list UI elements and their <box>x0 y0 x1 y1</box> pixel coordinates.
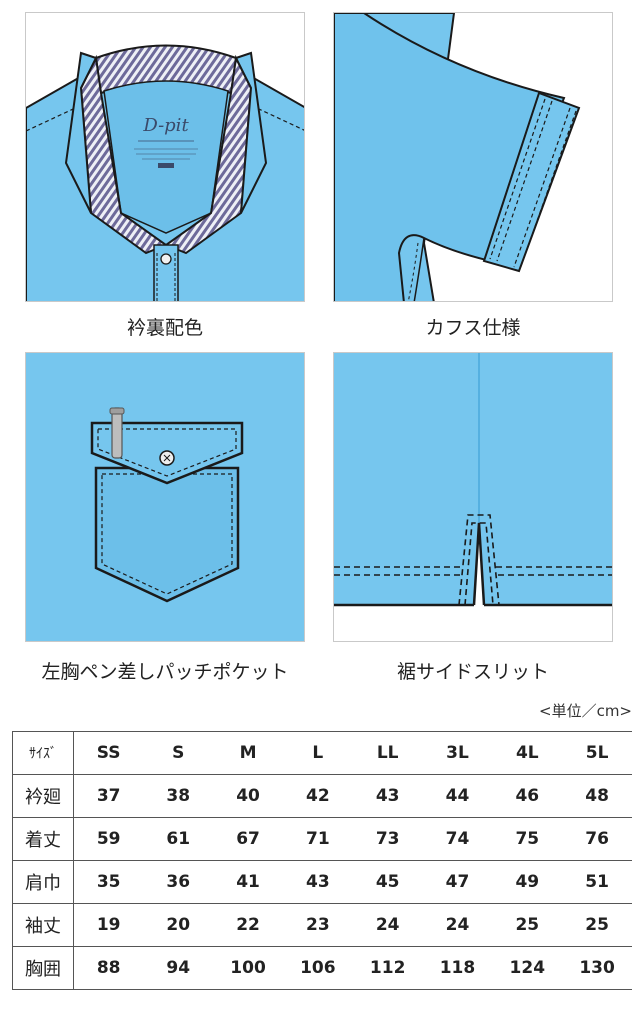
table-cell: 106 <box>282 946 353 990</box>
size-header: SS <box>73 731 144 775</box>
table-row: 肩巾 35 36 41 43 45 47 49 51 <box>12 860 632 904</box>
table-row: 衿廻 37 38 40 42 43 44 46 48 <box>12 774 632 818</box>
collar-panel: D-pit <box>25 12 305 302</box>
table-cell: 40 <box>213 774 283 818</box>
table-cell: 74 <box>422 817 493 861</box>
table-cell: 73 <box>352 817 423 861</box>
cuff-illustration <box>334 13 612 301</box>
table-cell: 36 <box>143 860 214 904</box>
table-cell: 61 <box>143 817 214 861</box>
table-cell: 43 <box>352 774 423 818</box>
table-cell: 46 <box>492 774 563 818</box>
table-cell: 38 <box>143 774 214 818</box>
table-cell: 75 <box>492 817 563 861</box>
pocket-illustration <box>26 353 304 641</box>
table-cell: 48 <box>562 774 632 818</box>
table-cell: 43 <box>282 860 353 904</box>
table-cell: 19 <box>73 903 144 947</box>
table-cell: 112 <box>352 946 423 990</box>
size-header: L <box>282 731 353 775</box>
size-header: 3L <box>422 731 493 775</box>
table-cell: 44 <box>422 774 493 818</box>
slit-illustration <box>334 353 612 641</box>
table-cell: 49 <box>492 860 563 904</box>
collar-illustration: D-pit <box>26 13 304 301</box>
table-cell: 25 <box>562 903 632 947</box>
table-cell: 37 <box>73 774 144 818</box>
table-cell: 59 <box>73 817 144 861</box>
table-cell: 51 <box>562 860 632 904</box>
size-header: LL <box>352 731 423 775</box>
table-cell: 47 <box>422 860 493 904</box>
table-cell: 100 <box>213 946 283 990</box>
unit-label: <単位／cm> <box>539 702 632 720</box>
caption-cuff: カフス仕様 <box>425 317 521 339</box>
cuff-panel <box>333 12 613 302</box>
table-cell: 130 <box>562 946 632 990</box>
table-cell: 94 <box>143 946 214 990</box>
size-corner-label: ｻｲｽﾞ <box>12 731 74 775</box>
table-cell: 23 <box>282 903 353 947</box>
table-cell: 25 <box>492 903 563 947</box>
table-cell: 124 <box>492 946 563 990</box>
table-cell: 88 <box>73 946 144 990</box>
row-label: 袖丈 <box>12 903 74 947</box>
table-cell: 22 <box>213 903 283 947</box>
pocket-panel <box>25 352 305 642</box>
table-cell: 42 <box>282 774 353 818</box>
row-label: 着丈 <box>12 817 74 861</box>
table-cell: 45 <box>352 860 423 904</box>
table-cell: 76 <box>562 817 632 861</box>
table-cell: 71 <box>282 817 353 861</box>
brand-logo: D-pit <box>142 115 189 136</box>
row-label: 肩巾 <box>12 860 74 904</box>
caption-pocket: 左胸ペン差しパッチポケット <box>41 661 289 683</box>
table-cell: 41 <box>213 860 283 904</box>
size-header: 4L <box>492 731 563 775</box>
size-header: 5L <box>562 731 632 775</box>
table-header-row: ｻｲｽﾞ SS S M L LL 3L 4L 5L <box>12 731 632 775</box>
table-row: 袖丈 19 20 22 23 24 24 25 25 <box>12 903 632 947</box>
table-row: 着丈 59 61 67 71 73 74 75 76 <box>12 817 632 861</box>
caption-slit: 裾サイドスリット <box>396 661 549 683</box>
table-cell: 24 <box>352 903 423 947</box>
size-header: M <box>213 731 283 775</box>
size-table: ｻｲｽﾞ SS S M L LL 3L 4L 5L 衿廻 37 38 40 42… <box>12 731 632 990</box>
table-cell: 20 <box>143 903 214 947</box>
table-cell: 35 <box>73 860 144 904</box>
slit-panel <box>333 352 613 642</box>
caption-collar: 衿裏配色 <box>126 317 203 339</box>
row-label: 胸囲 <box>12 946 74 990</box>
table-cell: 67 <box>213 817 283 861</box>
table-row: 胸囲 88 94 100 106 112 118 124 130 <box>12 946 632 990</box>
row-label: 衿廻 <box>12 774 74 818</box>
table-cell: 118 <box>422 946 493 990</box>
size-header: S <box>143 731 214 775</box>
table-cell: 24 <box>422 903 493 947</box>
